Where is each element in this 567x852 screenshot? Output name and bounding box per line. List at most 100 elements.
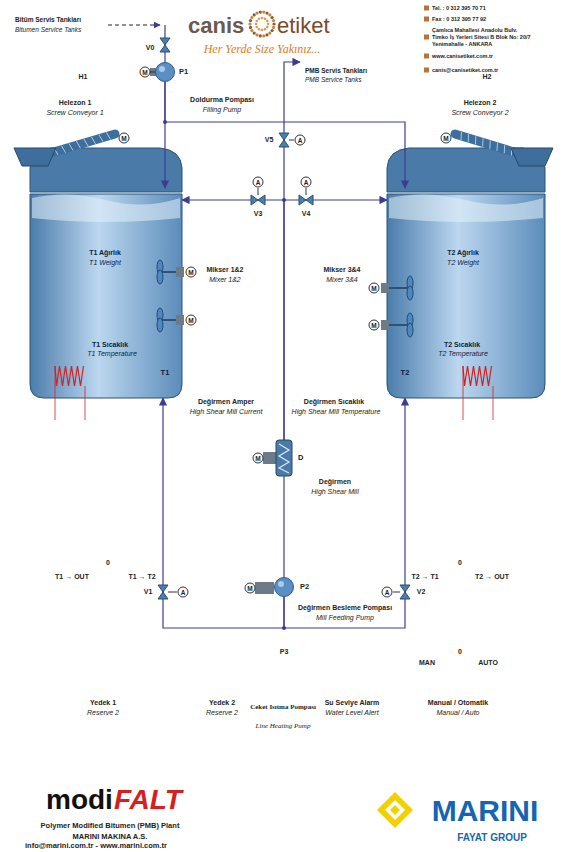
tank-label: T2 <box>401 369 410 377</box>
annotation: Line Heating Pump <box>256 723 311 731</box>
logo-dot <box>268 31 271 34</box>
actuated-valve <box>299 195 306 205</box>
pump-body <box>275 578 294 597</box>
tag-label: P1 <box>179 68 188 76</box>
annotation: H2 <box>483 73 492 81</box>
logo-dot <box>253 31 256 34</box>
symbol-letter: M <box>369 283 380 294</box>
logo-text: Her Yerde Size Yakınız... <box>204 43 321 56</box>
logo-diamond <box>385 800 405 820</box>
annotation: Water Level Alert <box>325 709 378 717</box>
contact-icon <box>424 17 429 22</box>
logo-text: modi <box>46 785 113 816</box>
symbol-letter: A <box>382 587 393 598</box>
logo-dot <box>261 17 264 20</box>
heater-coil <box>55 366 84 386</box>
logo-dot <box>265 33 268 36</box>
annotation: Mixer 1&2 <box>209 276 241 284</box>
logo-dot <box>272 19 275 22</box>
tank-label: T2 Sıcaklık <box>444 341 480 349</box>
motor-body <box>381 283 389 293</box>
motor-body <box>263 452 276 464</box>
annotation: V1 <box>144 588 153 596</box>
annotation: Helezon 2 <box>464 99 497 107</box>
logo-text: canis <box>188 14 244 38</box>
motor-body <box>176 315 184 325</box>
motor-link <box>150 72 155 73</box>
logo-dot <box>248 22 251 25</box>
logo-dot <box>272 22 275 25</box>
hopper <box>511 148 553 166</box>
logo-text: canis@canisetiket.com.tr <box>432 67 498 73</box>
actuated-valve <box>306 195 313 205</box>
heater-wire <box>85 386 86 420</box>
annotation: V5 <box>265 136 274 144</box>
pump-symbol: P2 <box>274 577 294 597</box>
screw-thread <box>84 139 88 146</box>
annotation: High Shear Mill <box>311 488 358 496</box>
screw-thread <box>504 145 505 153</box>
mixer-blade <box>157 318 163 332</box>
logo-text: Yenimahalle - ANKARA <box>432 41 492 47</box>
annotation: Mill Feeding Pump <box>316 614 374 622</box>
contact-icon <box>424 6 429 11</box>
annotation: Reserve 2 <box>87 709 119 717</box>
annotation: Su Seviye Alarm <box>325 699 380 707</box>
annotation: Değirmen Besleme Pompası <box>298 604 392 612</box>
mill-body <box>276 440 292 476</box>
actuated-valve <box>400 585 410 592</box>
symbol-letter: M <box>186 315 197 326</box>
logo-dot <box>255 23 258 26</box>
logo-dot <box>266 20 269 23</box>
tank-label: T1 Weight <box>89 259 121 267</box>
logo-dot <box>268 13 271 16</box>
screw-thread <box>482 138 483 146</box>
annotation: Manual / Otomatik <box>428 699 488 707</box>
mixer-blade <box>407 286 413 300</box>
screw-thread <box>461 132 462 140</box>
logo-text: Tel. : 0 312 395 70 71 <box>432 5 486 11</box>
annotation: T1 → T2 <box>128 573 155 581</box>
logo-diamond <box>390 805 400 815</box>
screw-thread <box>69 143 73 150</box>
logo-dot <box>249 26 252 29</box>
pump-highlight <box>278 581 284 587</box>
logo-dot <box>264 28 267 31</box>
tank-label: T1 Ağırlık <box>89 249 121 257</box>
symbol-letter: M <box>245 583 256 594</box>
actuator-stem <box>306 188 307 195</box>
pipe-connector <box>283 476 284 577</box>
logo-dot <box>258 18 261 21</box>
annotation: Mikser 3&4 <box>324 266 361 274</box>
logo-text: Polymer Modified Bitumen (PMB) Plant <box>41 822 180 830</box>
symbol-letter: A <box>253 177 264 188</box>
annotation: PMB Service Tanks <box>305 76 361 83</box>
actuated-valve <box>258 195 265 205</box>
annotation: Screw Conveyor 2 <box>451 109 508 117</box>
annotation: Helezon 1 <box>59 99 92 107</box>
logo-dot <box>249 19 252 22</box>
logo-dot <box>262 11 265 14</box>
logo-dot <box>255 11 258 14</box>
liquid-surface <box>389 194 543 222</box>
tank: T2 AğırlıkT2 WeightT2 SıcaklıkT2 Tempera… <box>387 188 545 398</box>
node-outline <box>387 188 545 398</box>
annotation: Yedek 1 <box>90 699 116 707</box>
motor-body <box>381 320 389 330</box>
annotation: Manual / Auto <box>437 709 480 717</box>
annotation: 0 <box>106 559 110 567</box>
logo-text: FALT <box>114 785 182 816</box>
screw-thread <box>497 143 498 151</box>
logo-dot <box>250 29 253 32</box>
logo-text: MARINI <box>432 794 539 827</box>
symbol-letter: M <box>119 133 130 144</box>
symbol-letter: M <box>253 453 264 464</box>
screw-thread <box>475 136 476 144</box>
tank-label: T2 Ağırlık <box>447 249 479 257</box>
pipe-connector <box>165 82 405 188</box>
symbol-letter: M <box>140 67 151 78</box>
actuator-stem <box>289 140 294 141</box>
logo-dot <box>256 20 259 23</box>
logo-dot <box>255 33 258 36</box>
node-outline <box>276 440 292 476</box>
